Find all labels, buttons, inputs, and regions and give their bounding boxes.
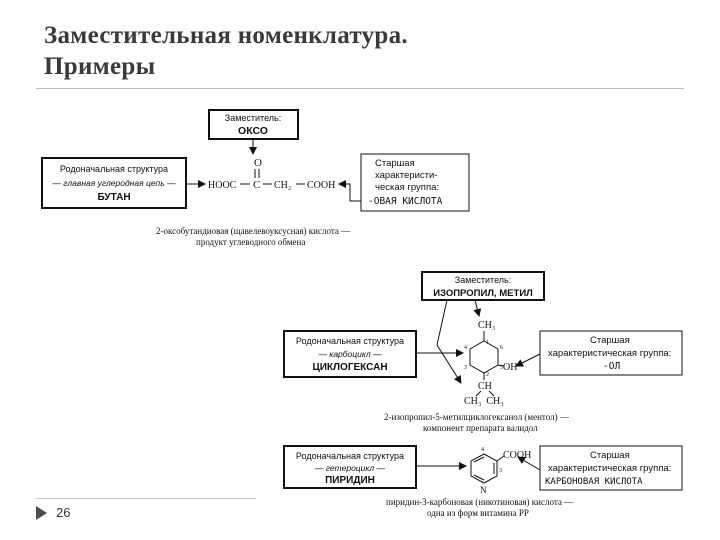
example3-caption-line2: одна из форм витамина PP	[427, 508, 529, 518]
example2-caption-line2: компонент препарата валидол	[423, 423, 538, 433]
example1-caption-line1: 2-оксобутандиовая (щавелевоуксусная) кис…	[156, 226, 351, 236]
example2-group-line1: Старшая	[590, 335, 630, 346]
example2-locant-5: 5	[500, 365, 503, 371]
example3-group-line2: характеристическая группа:	[548, 463, 671, 474]
example3-group-box: Старшая характеристическая группа: КАРБО…	[539, 445, 683, 491]
example1-parent-line1: Родоначальная структура	[60, 164, 168, 174]
example3-locant-4: 4	[481, 447, 484, 453]
slide-title-line1: Заместительная номенклатура.	[44, 22, 408, 49]
example1-parent-value: БУТАН	[97, 192, 130, 203]
example3-parent-box: Родоначальная структура — гетероцикл — П…	[283, 445, 417, 489]
page-number: 26	[56, 505, 71, 520]
example2-methyl-arrow	[473, 299, 482, 317]
example3-carboxyl: COOH	[503, 450, 531, 461]
example1-substituent-heading: Заместитель:	[225, 113, 281, 123]
example3-parent-value: ПИРИДИН	[325, 475, 375, 486]
example2-parent-line1: Родоначальная структура	[296, 336, 404, 346]
example1-parent-line2: — главная углеродная цепь —	[51, 178, 176, 188]
example1-carbon: C	[253, 179, 260, 191]
example1-group-box: Старшая характеристи- ческая группа: -ОВ…	[360, 153, 470, 212]
example1-group-line1: Старшая	[375, 158, 415, 169]
example1-group-value: -ОВАЯ КИСЛОТА	[368, 196, 443, 207]
page-arrow-icon	[36, 506, 47, 520]
example2-group-arrow	[515, 353, 541, 367]
example2-methyl: CH₃	[478, 320, 495, 331]
example3-group-arrow	[517, 456, 541, 471]
example3-parent-line1: Родоначальная структура	[296, 451, 404, 461]
example2-parent-value: ЦИКЛОГЕКСАН	[312, 362, 387, 373]
example3-caption-line1: пиридин-3-карбоновая (никотиновая) кисло…	[386, 497, 574, 507]
example1-parent-box: Родоначальная структура — главная углеро…	[41, 157, 187, 209]
example2-locant-4: 4	[464, 345, 467, 351]
example2-parent-box: Родоначальная структура — карбоцикл — ЦИ…	[283, 330, 417, 378]
example2-isopropyl-ch: CH	[478, 381, 492, 392]
example1-formula-right: COOH	[307, 180, 335, 191]
slide-title-line2: Примеры	[44, 53, 156, 80]
example1-caption-line2: продукт углеводного обмена	[196, 237, 305, 247]
example1-substituent-value: ОКСО	[238, 125, 268, 137]
example1-group-arrow	[338, 180, 361, 202]
example1-formula-left: HOOC	[208, 180, 237, 191]
example1-oxygen: O	[254, 157, 262, 169]
example2-cyclohexane-ring	[469, 340, 499, 374]
example1-formula-middle: CH₂	[274, 180, 291, 191]
example1-formula: O HOOC C CH₂ COOH	[208, 157, 335, 191]
example3-locant-3: 3	[499, 468, 502, 474]
example1-group-line3: ческая группа:	[375, 182, 439, 193]
title-divider	[36, 88, 684, 89]
footer-divider	[36, 498, 256, 499]
slide-title: Заместительная номенклатура. Примеры	[44, 20, 408, 82]
example2-locant-6: 6	[500, 345, 503, 351]
example2-substituent-box: Заместитель: ИЗОПРОПИЛ, МЕТИЛ	[421, 271, 545, 301]
example2-locant-1: 1	[486, 340, 489, 346]
example2-isopropyl-methyls: CH₃ CH₃	[464, 396, 504, 407]
example2-substituent-heading: Заместитель:	[455, 275, 511, 285]
example3-nicotinic-acid-structure: 4 3 N COOH	[470, 447, 531, 495]
example2-menthol-structure: CH₃ 1 2 3 4 5 6 OH CH CH₃ CH₃	[464, 320, 517, 407]
example2-parent-line2: — карбоцикл —	[317, 349, 382, 359]
example2-group-box: Старшая характеристическая группа: -ОЛ	[539, 330, 683, 376]
example2-group-line2: характеристическая группа:	[548, 348, 671, 359]
example2-isopropyl-arrow	[436, 299, 462, 384]
example3-pyridine-ring	[470, 453, 498, 484]
example2-hydroxyl: OH	[503, 362, 517, 373]
example3-parent-line2: — гетероцикл —	[314, 463, 386, 473]
example2-group-value: -ОЛ	[603, 361, 620, 372]
example2-locant-3: 3	[464, 365, 467, 371]
example2-locant-2: 2	[486, 372, 489, 378]
example3-group-value: КАРБОНОВАЯ КИСЛОТА	[545, 477, 643, 487]
example3-nitrogen: N	[480, 485, 487, 495]
example1-substituent-box: Заместитель: ОКСО	[208, 109, 299, 140]
example2-substituent-value: ИЗОПРОПИЛ, МЕТИЛ	[433, 288, 533, 299]
example3-group-line1: Старшая	[590, 450, 630, 461]
example2-caption-line1: 2-изопропил-5-метилциклогексанол (ментол…	[384, 412, 570, 422]
example1-group-line2: характеристи-	[375, 170, 437, 181]
